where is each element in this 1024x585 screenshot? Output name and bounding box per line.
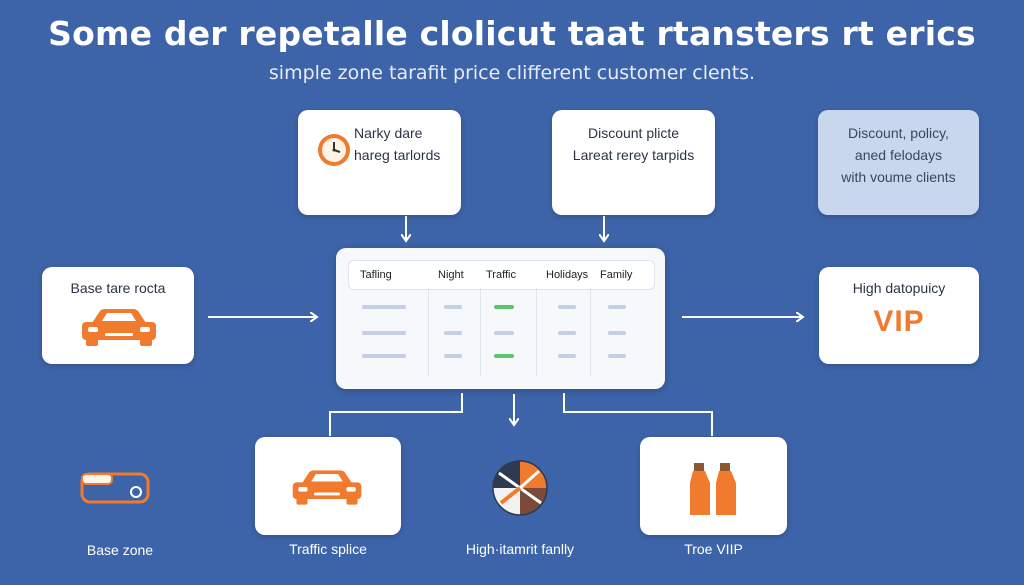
page-subtitle: simple zone tarafit price clifferent cus…	[268, 62, 756, 84]
card-true-vip[interactable]	[640, 437, 787, 535]
clock-icon	[316, 132, 352, 173]
card-high-policy[interactable]: High datopuicy VIP	[819, 267, 979, 364]
table-cell	[444, 331, 462, 335]
page-title: Some der repetalle clolicut taat rtanste…	[48, 14, 976, 53]
column-header: Family	[600, 269, 633, 281]
vip-badge: VIP	[873, 305, 925, 338]
card-base-fare[interactable]: Base tare rocta	[42, 267, 194, 364]
table-cell	[362, 305, 406, 309]
connector-to-traffic	[329, 393, 463, 436]
card-line: Discount plicte	[587, 125, 680, 141]
card-traffic-splice[interactable]	[255, 437, 401, 535]
column-divider	[590, 288, 591, 376]
column-divider	[480, 288, 481, 376]
table-cell	[362, 354, 406, 358]
table-cell	[444, 354, 462, 358]
table-cell	[494, 331, 514, 335]
bottles-icon	[690, 461, 738, 522]
globe-icon	[491, 459, 549, 522]
card-nighttime-rates[interactable]: Narky dare hareg tarlords	[298, 110, 461, 215]
card-discount-price[interactable]: Discount plicte Lareat rerey tarpids	[552, 110, 715, 215]
card-label: High datopuicy	[852, 280, 946, 296]
pricing-table[interactable]: Tafling Night Traffic Holidays Family	[336, 248, 665, 389]
table-cell	[558, 305, 576, 309]
table-cell	[558, 331, 576, 335]
table-cell	[608, 305, 626, 309]
card-label: Base tare rocta	[70, 280, 166, 296]
card-line: Narky dare	[354, 125, 423, 141]
card-line: aned felodays	[854, 147, 943, 163]
table-cell	[608, 354, 626, 358]
column-header: Tafling	[360, 269, 392, 281]
card-line: with voume clients	[841, 169, 956, 185]
table-cell	[444, 305, 462, 309]
car-icon	[78, 307, 160, 352]
table-cell	[494, 354, 514, 358]
card-line: Discount, policy,	[848, 125, 949, 141]
bottom-label-true-vip: Troe VIIP	[684, 541, 743, 557]
column-header: Traffic	[486, 269, 516, 281]
connector-to-vip	[563, 393, 713, 436]
table-cell	[558, 354, 576, 358]
luggage-icon	[80, 470, 152, 511]
bottom-label-base-zone: Base zone	[86, 542, 154, 558]
car-icon	[289, 467, 365, 512]
card-discount-policy[interactable]: Discount, policy, aned felodays with vou…	[818, 110, 979, 215]
column-header: Night	[438, 269, 464, 281]
column-header: Holidays	[546, 269, 589, 281]
card-line: Lareat rerey tarpids	[572, 147, 695, 163]
table-header-row	[348, 260, 655, 290]
table-cell	[494, 305, 514, 309]
table-cell	[608, 331, 626, 335]
column-divider	[536, 288, 537, 376]
bottom-label-traffic-splice: Traffic splice	[289, 541, 367, 557]
card-line: hareg tarlords	[354, 147, 441, 163]
bottom-label-high-family: High·itamrit fanlly	[465, 541, 575, 557]
column-divider	[428, 288, 429, 376]
table-cell	[362, 331, 406, 335]
